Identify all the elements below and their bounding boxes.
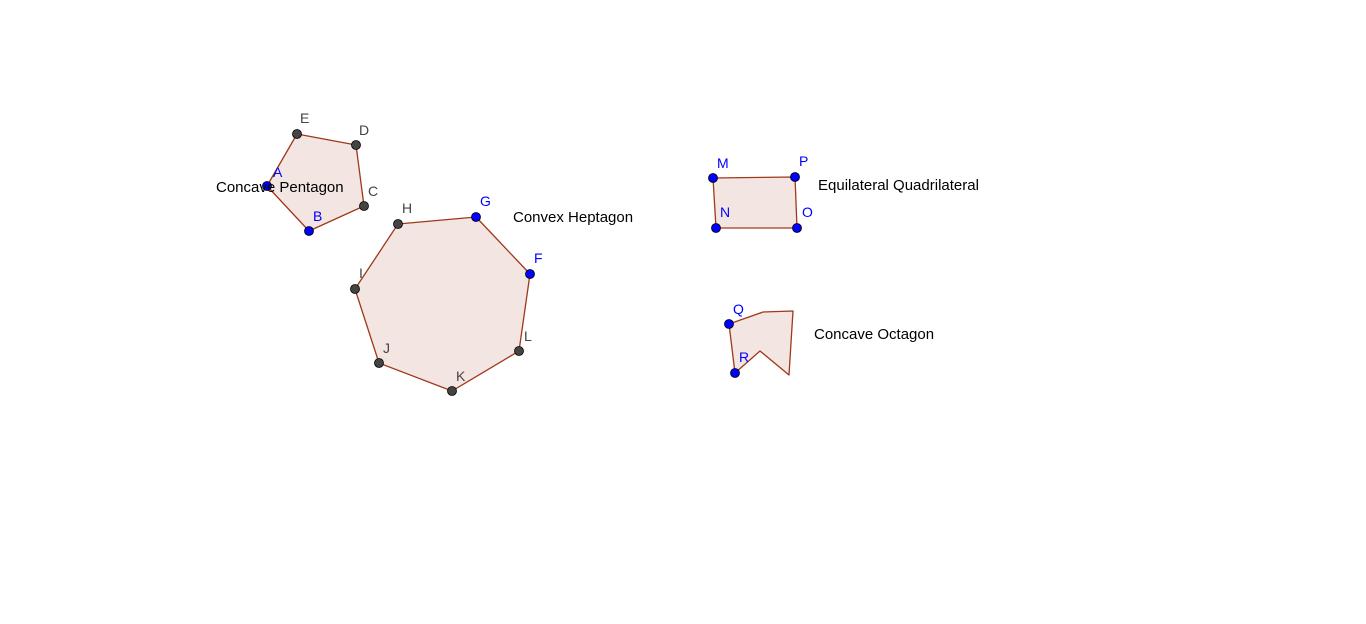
heptagon-shape[interactable]	[354, 216, 531, 392]
point-n[interactable]	[711, 223, 721, 233]
point-a[interactable]	[262, 181, 272, 191]
label-b: B	[313, 208, 322, 224]
point-c[interactable]	[359, 201, 369, 211]
label-k: K	[456, 368, 466, 384]
point-l[interactable]	[514, 346, 524, 356]
point-i[interactable]	[350, 284, 360, 294]
point-f[interactable]	[525, 269, 535, 279]
point-d[interactable]	[351, 140, 361, 150]
octagon-group: Q R Concave Octagon	[724, 301, 934, 378]
point-m[interactable]	[708, 173, 718, 183]
label-q: Q	[733, 301, 744, 317]
caption-heptagon: Convex Heptagon	[513, 209, 633, 226]
point-h[interactable]	[393, 219, 403, 229]
label-d: D	[359, 122, 369, 138]
label-o: O	[802, 204, 813, 220]
label-l: L	[524, 328, 532, 344]
label-f: F	[534, 250, 543, 266]
label-n: N	[720, 204, 730, 220]
label-m: M	[717, 155, 729, 171]
label-e: E	[300, 110, 309, 126]
label-a: A	[273, 164, 283, 180]
point-q[interactable]	[724, 319, 734, 329]
quadrilateral-shape[interactable]	[712, 176, 798, 229]
label-j: J	[383, 340, 390, 356]
point-k[interactable]	[447, 386, 457, 396]
heptagon-group: F G H I J K L Convex Heptagon	[350, 193, 633, 396]
point-b[interactable]	[304, 226, 314, 236]
caption-pentagon: Concave Pentagon	[216, 179, 344, 196]
point-p[interactable]	[790, 172, 800, 182]
label-r: R	[739, 349, 749, 365]
quadrilateral-group: M P O N Equilateral Quadrilateral	[708, 153, 979, 233]
point-e[interactable]	[292, 129, 302, 139]
octagon-shape[interactable]	[728, 310, 794, 376]
caption-octagon: Concave Octagon	[814, 326, 934, 343]
label-i: I	[359, 265, 363, 281]
point-o[interactable]	[792, 223, 802, 233]
pentagon-group: A B C D E Concave Pentagon	[216, 110, 378, 236]
point-j[interactable]	[374, 358, 384, 368]
label-h: H	[402, 200, 412, 216]
point-r[interactable]	[730, 368, 740, 378]
label-p: P	[799, 153, 808, 169]
label-g: G	[480, 193, 491, 209]
caption-quadrilateral: Equilateral Quadrilateral	[818, 177, 979, 194]
point-g[interactable]	[471, 212, 481, 222]
label-c: C	[368, 183, 378, 199]
pentagon-shape[interactable]	[266, 133, 365, 232]
